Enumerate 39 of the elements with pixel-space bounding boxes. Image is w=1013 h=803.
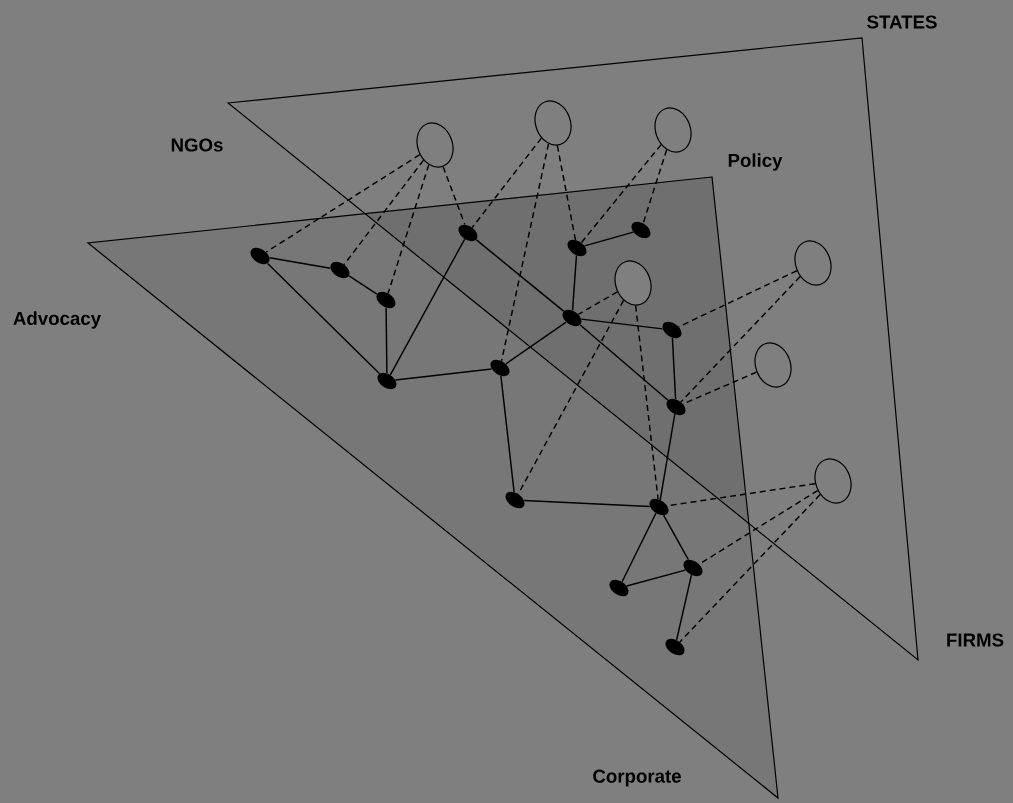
connector-line	[579, 324, 669, 401]
connector-line	[621, 512, 657, 583]
connector-line	[265, 153, 421, 253]
connector-line	[266, 262, 381, 375]
connector-line	[583, 231, 635, 247]
connector-line	[680, 275, 801, 403]
connector-line	[577, 291, 619, 316]
connector-line	[523, 499, 651, 508]
connector-line	[626, 569, 687, 587]
connector-line	[500, 375, 515, 493]
connector-line	[571, 254, 578, 312]
connector-line	[348, 275, 378, 295]
corner-label: NGOs	[171, 138, 223, 152]
connector-line	[475, 239, 565, 312]
connector-line	[505, 321, 567, 365]
connector-line	[659, 413, 676, 501]
corner-label: STATES	[867, 15, 937, 29]
connector-line	[556, 144, 577, 241]
connector-line	[442, 166, 466, 226]
connector-line	[679, 493, 821, 643]
connector-line	[580, 318, 664, 330]
connector-line	[675, 574, 693, 641]
connector-line	[671, 337, 677, 400]
connector-line	[662, 514, 690, 561]
connector-line	[268, 256, 332, 270]
connector-line	[634, 304, 659, 500]
corner-label: Corporate	[593, 769, 681, 787]
connector-line	[394, 368, 493, 381]
corner-label: Advocacy	[13, 311, 101, 329]
connector-line	[389, 238, 466, 376]
connector-line	[642, 149, 668, 224]
corner-label: Policy	[728, 153, 783, 171]
connector-line	[385, 307, 388, 374]
connector-line	[387, 164, 430, 294]
connector-line	[471, 137, 543, 229]
connector-line	[500, 143, 550, 362]
connector-line	[580, 144, 662, 244]
corner-label: FIRMS	[947, 633, 1004, 647]
connector-line	[343, 159, 425, 266]
